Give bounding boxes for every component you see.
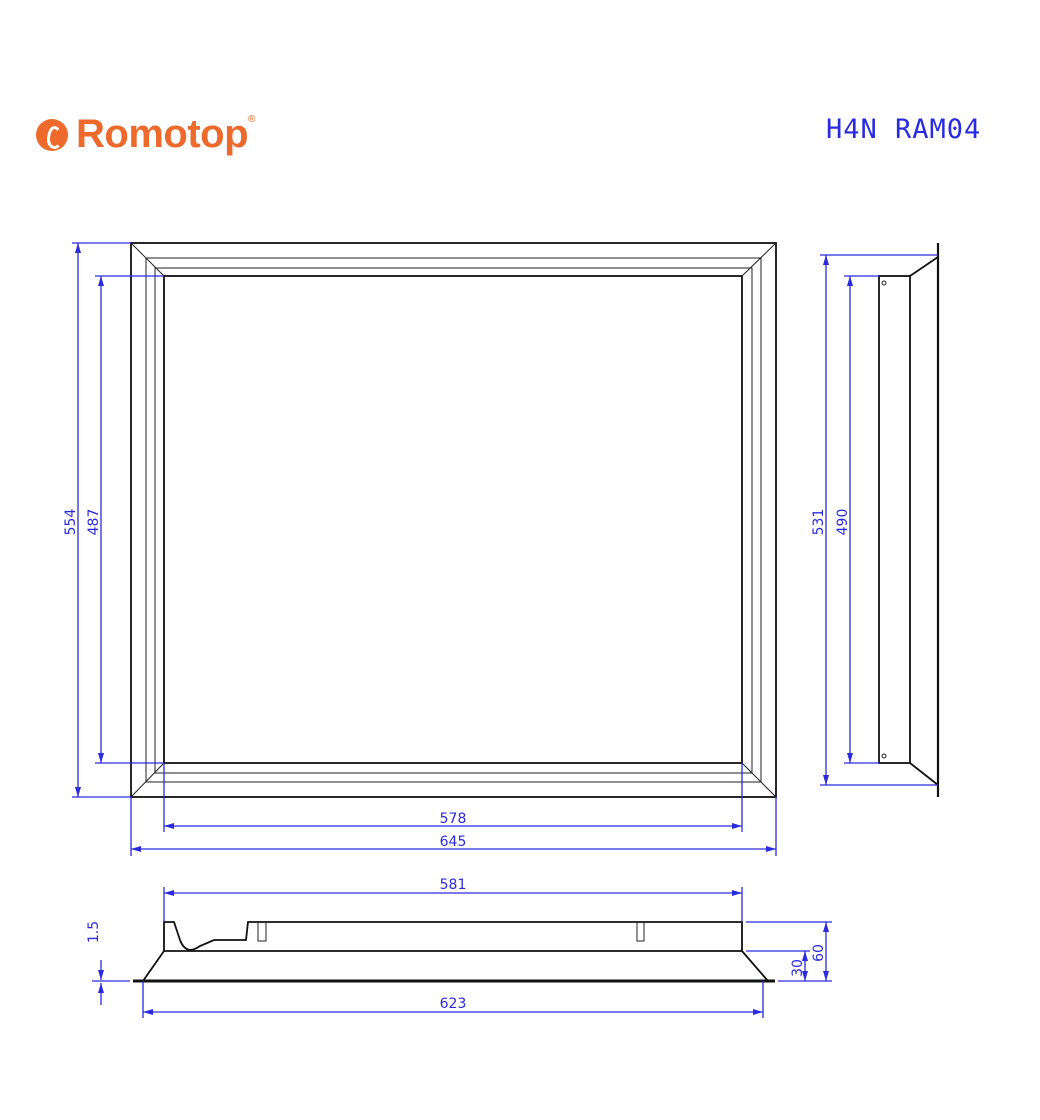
top-view: 581 623 1.5 30 60: [86, 877, 832, 1018]
dim-label-thickness: 1.5: [86, 921, 102, 943]
dim-label-total-depth: 60: [811, 944, 827, 962]
brand-name: Romotop: [76, 112, 249, 156]
dim-label-outer-width: 645: [440, 834, 467, 850]
romotop-logo: Romotop ®: [36, 112, 255, 157]
dim-label-inner-height: 487: [86, 509, 102, 536]
registered-mark: ®: [248, 114, 256, 125]
model-code: H4N RAM04: [826, 114, 982, 145]
dim-label-bevel-depth: 30: [790, 959, 806, 977]
front-view: 554 487 578 645: [63, 242, 777, 856]
dim-label-top-width: 581: [440, 877, 467, 893]
dim-label-base-width: 623: [440, 996, 467, 1012]
side-view: 531 490: [811, 243, 940, 797]
dim-label-inner-width: 578: [440, 811, 467, 827]
dim-label-side-inner: 490: [835, 509, 851, 536]
flame-icon: [36, 118, 68, 151]
dim-label-outer-height: 554: [63, 509, 79, 536]
dim-label-side-outer: 531: [811, 509, 827, 536]
